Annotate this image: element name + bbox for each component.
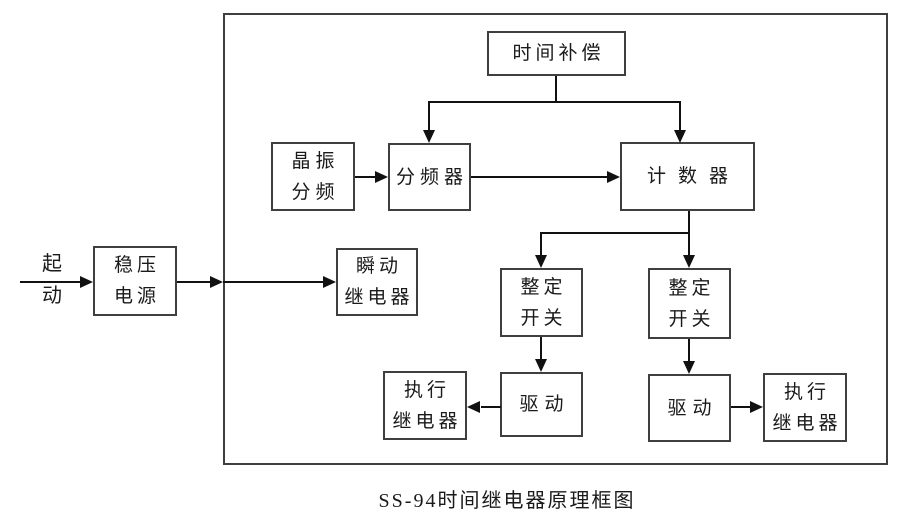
arrowhead-start-to-power: [80, 276, 93, 288]
arrowhead-counter-to-switch-right: [683, 255, 695, 268]
connector-timecomp-to-divider: [428, 101, 430, 131]
node-instant-relay-line2: 继电器: [344, 287, 414, 308]
node-instant-relay-line1: 瞬动: [355, 256, 402, 277]
start-label: 起 动: [28, 248, 76, 312]
node-frequency-divider-label: 分频器: [395, 166, 468, 188]
arrowhead-counter-to-switch-left: [535, 255, 547, 268]
node-setting-switch-right: 整定 开关: [648, 268, 731, 339]
connector-frame-to-instant-relay: [223, 281, 324, 283]
node-setting-switch-right-line1: 整定: [668, 277, 715, 299]
node-setting-switch-left: 整定 开关: [500, 268, 583, 337]
connector-timecomp-to-counter: [679, 101, 681, 131]
connector-counter-branch: [540, 232, 690, 234]
node-instant-relay: 瞬动 继电器: [336, 248, 418, 316]
connector-switch-right-to-drive: [688, 339, 690, 362]
arrowhead-crystal-to-divider: [375, 171, 388, 183]
node-counter-label: 计数器: [646, 166, 740, 187]
node-exec-relay-right-line2: 继电器: [772, 412, 842, 434]
node-crystal-divider: 晶振 分频: [271, 142, 355, 211]
connector-drive-right-to-exec: [731, 406, 751, 408]
diagram-outer-frame: [223, 13, 888, 465]
arrowhead-drive-right-to-exec: [750, 401, 763, 413]
node-exec-relay-left-line2: 继电器: [392, 410, 462, 432]
node-drive-left: 驱动: [500, 372, 583, 437]
connector-counter-to-switch-left: [540, 232, 542, 256]
connector-drive-left-to-exec: [481, 406, 501, 408]
connector-power-to-frame: [177, 281, 211, 283]
node-time-compensation: 时间补偿: [487, 31, 626, 76]
diagram-caption: SS-94时间继电器原理框图: [378, 490, 636, 512]
connector-timecomp-branch: [428, 101, 681, 103]
node-setting-switch-right-line2: 开关: [668, 308, 715, 330]
node-exec-relay-left: 执行 继电器: [383, 371, 467, 440]
connector-divider-to-counter: [471, 176, 608, 178]
node-power-supply-line1: 稳压: [113, 255, 160, 276]
node-time-compensation-label: 时间补偿: [512, 43, 605, 64]
node-setting-switch-left-line1: 整定: [520, 276, 567, 298]
arrowhead-divider-to-counter: [607, 171, 620, 183]
node-power-supply-line2: 电源: [113, 286, 160, 307]
node-crystal-divider-line1: 晶振: [291, 150, 340, 172]
arrowhead-power-to-frame: [210, 276, 223, 288]
connector-counter-stem: [688, 211, 690, 234]
arrowhead-drive-left-to-exec: [467, 401, 480, 413]
connector-timecomp-stem: [555, 76, 557, 103]
node-counter: 计数器: [620, 142, 755, 211]
node-crystal-divider-line2: 分频: [291, 181, 340, 203]
connector-start-to-power: [20, 281, 81, 283]
node-drive-right: 驱动: [648, 374, 731, 442]
arrowhead-switch-left-to-drive: [535, 359, 547, 372]
arrowhead-timecomp-to-divider: [423, 130, 435, 143]
connector-switch-left-to-drive: [540, 337, 542, 360]
node-exec-relay-right-line1: 执行: [783, 381, 830, 403]
start-label-line1: 起: [42, 253, 62, 275]
node-drive-left-label: 驱动: [519, 394, 570, 415]
node-drive-right-label: 驱动: [667, 397, 718, 419]
node-exec-relay-right: 执行 继电器: [763, 373, 847, 442]
node-setting-switch-left-line2: 开关: [520, 307, 567, 329]
arrowhead-switch-right-to-drive: [683, 361, 695, 374]
node-exec-relay-left-line1: 执行: [403, 379, 450, 401]
arrowhead-frame-to-instant-relay: [323, 276, 336, 288]
connector-counter-to-switch-right: [688, 232, 690, 256]
connector-crystal-to-divider: [355, 176, 377, 178]
node-frequency-divider: 分频器: [388, 143, 471, 211]
start-label-line2: 动: [42, 285, 62, 307]
node-power-supply: 稳压 电源: [93, 246, 177, 316]
arrowhead-timecomp-to-counter: [674, 130, 686, 143]
